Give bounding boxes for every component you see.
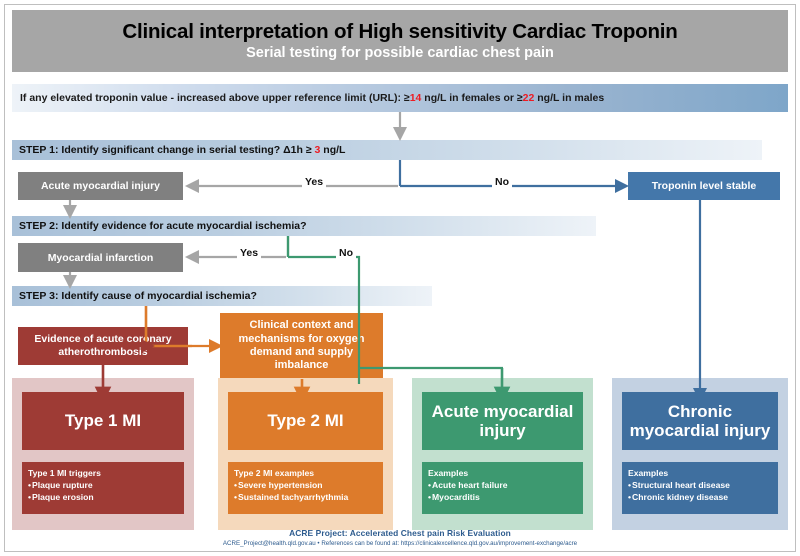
url-threshold-text: If any elevated troponin value - increas… (12, 92, 604, 104)
oxygen-demand-supply-imbalance-box: Clinical context and mechanisms for oxyg… (220, 313, 383, 379)
examples-heading: Examples (428, 468, 469, 478)
step-1-text: STEP 1: Identify significant change in s… (12, 144, 345, 156)
examples-heading: Type 1 MI triggers (28, 468, 101, 478)
url-female-value: 14 (409, 92, 422, 104)
step-1-prefix: STEP 1: Identify significant change in s… (19, 144, 315, 156)
outcome-column-acute-injury: Acute myocardial injury Examples Acute h… (412, 378, 593, 530)
outcome-examples: Examples Structural heart disease Chroni… (622, 462, 778, 514)
outcome-column-type2: Type 2 MI Type 2 MI examples Severe hype… (218, 378, 393, 530)
step-2-text: STEP 2: Identify evidence for acute myoc… (19, 220, 307, 232)
troponin-level-stable-box: Troponin level stable (628, 172, 780, 200)
outcome-examples: Type 1 MI triggers Plaque rupture Plaque… (22, 462, 184, 514)
url-suffix: ng/L in males (534, 92, 605, 104)
acute-coronary-atherothrombosis-box: Evidence of acute coronary atherothrombo… (18, 327, 188, 365)
acute-myocardial-injury-box: Acute myocardial injury (18, 172, 183, 200)
examples-list: Severe hypertension Sustained tachyarrhy… (234, 479, 383, 503)
step-1-bar: STEP 1: Identify significant change in s… (12, 140, 762, 160)
outcome-title: Acute myocardial injury (422, 392, 583, 450)
list-item: Myocarditis (428, 491, 583, 503)
decision-label-yes-step1: Yes (302, 176, 327, 188)
outcome-column-type1: Type 1 MI Type 1 MI triggers Plaque rupt… (12, 378, 194, 530)
footer-project-line: ACRE Project: Accelerated Chest pain Ris… (289, 528, 511, 538)
list-item: Sustained tachyarrhythmia (234, 491, 383, 503)
examples-heading: Examples (628, 468, 669, 478)
list-item: Structural heart disease (628, 479, 778, 491)
step-3-text: STEP 3: Identify cause of myocardial isc… (19, 290, 257, 302)
decision-label-yes-step2: Yes (237, 247, 262, 259)
decision-label-no-step1: No (492, 176, 512, 188)
outcome-title: Type 2 MI (228, 392, 383, 450)
examples-heading: Type 2 MI examples (234, 468, 315, 478)
header-banner: Clinical interpretation of High sensitiv… (12, 10, 788, 72)
footer: ACRE Project: Accelerated Chest pain Ris… (0, 528, 800, 547)
examples-list: Structural heart disease Chronic kidney … (628, 479, 778, 503)
list-item: Plaque rupture (28, 479, 184, 491)
list-item: Severe hypertension (234, 479, 383, 491)
outcome-title: Type 1 MI (22, 392, 184, 450)
page-title: Clinical interpretation of High sensitiv… (122, 20, 678, 44)
step-2-bar: STEP 2: Identify evidence for acute myoc… (12, 216, 596, 236)
step-3-bar: STEP 3: Identify cause of myocardial isc… (12, 286, 432, 306)
list-item: Plaque erosion (28, 491, 184, 503)
step-1-suffix: ng/L (320, 144, 346, 156)
decision-label-no-step2: No (336, 247, 356, 259)
url-mid: ng/L in females or ≥ (421, 92, 523, 104)
outcome-examples: Type 2 MI examples Severe hypertension S… (228, 462, 383, 514)
url-threshold-banner: If any elevated troponin value - increas… (12, 84, 788, 112)
page-subtitle: Serial testing for possible cardiac ches… (246, 44, 554, 61)
footer-contact-line: ACRE_Project@health.qld.gov.au • Referen… (222, 540, 578, 547)
outcome-examples: Examples Acute heart failure Myocarditis (422, 462, 583, 514)
myocardial-infarction-box: Myocardial infarction (18, 243, 183, 272)
outcome-title: Chronic myocardial injury (622, 392, 778, 450)
url-male-value: 22 (522, 92, 535, 104)
step-1-value: 3 (314, 144, 321, 156)
outcome-column-chronic-injury: Chronic myocardial injury Examples Struc… (612, 378, 788, 530)
list-item: Chronic kidney disease (628, 491, 778, 503)
url-prefix: If any elevated troponin value - increas… (20, 92, 410, 104)
examples-list: Plaque rupture Plaque erosion (28, 479, 184, 503)
examples-list: Acute heart failure Myocarditis (428, 479, 583, 503)
list-item: Acute heart failure (428, 479, 583, 491)
